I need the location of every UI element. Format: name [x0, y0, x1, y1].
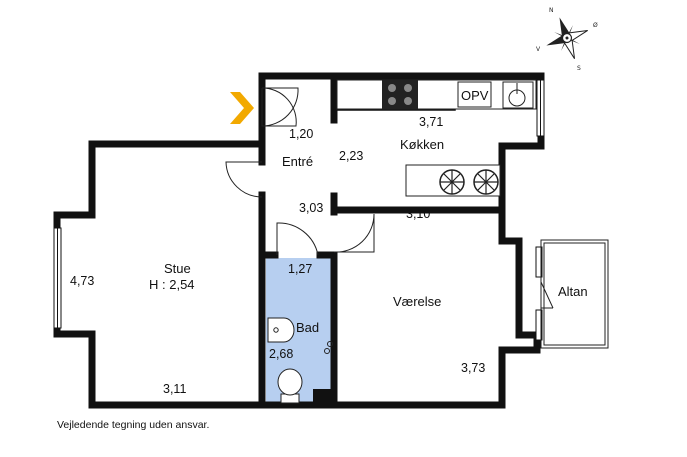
- dishwasher-box: [457, 81, 492, 108]
- door-entrance-arc: [261, 87, 299, 127]
- room-label-altan: Altan: [558, 284, 588, 299]
- room-label-stue: Stue: [164, 261, 191, 276]
- door-bath: [276, 222, 319, 256]
- dim-entre-width: 1,20: [289, 127, 313, 141]
- room-label-bad: Bad: [296, 320, 319, 335]
- fridge-icon: [439, 169, 499, 195]
- balcony-outline: [540, 239, 609, 349]
- compass-n-label: N: [549, 7, 554, 14]
- window-balcony-top: [535, 246, 543, 278]
- compass-s-label: S: [577, 65, 581, 72]
- toilet-icon: [277, 368, 303, 404]
- room-label-vaerelse: Værelse: [393, 294, 441, 309]
- window-balcony-bottom: [535, 309, 543, 341]
- dim-bad-depth: 2,68: [269, 347, 293, 361]
- door-vaerelse: [333, 213, 375, 253]
- door-entrance: [261, 87, 297, 127]
- compass-icon: [546, 17, 588, 59]
- dim-kokken-width: 3,71: [419, 115, 443, 129]
- outer-wall-kitchen-top: [258, 72, 545, 245]
- shower-drain-icon: [324, 341, 333, 354]
- bath-shaft: [313, 389, 331, 405]
- dim-vaerelse-width: 3,10: [406, 207, 430, 221]
- dim-vaerelse-depth: 3,73: [461, 361, 485, 375]
- kitchen-counter-top: [336, 79, 537, 110]
- compass-o-label: Ø: [593, 22, 598, 29]
- room-label-kokken: Køkken: [400, 137, 444, 152]
- door-stue: [225, 161, 263, 198]
- compass-v-label: V: [536, 46, 541, 53]
- sink-icon: [502, 81, 534, 109]
- room-label-entre: Entré: [282, 154, 313, 169]
- outer-wall-stue: [53, 140, 541, 409]
- entrance-arrow-icon: [230, 92, 254, 124]
- balcony-inner: [543, 242, 606, 346]
- stove-icon: [382, 80, 418, 109]
- dim-kokken-depth: 2,23: [339, 149, 363, 163]
- outer-wall-balcony-gap: [515, 237, 541, 354]
- opv-label: OPV: [461, 88, 489, 103]
- balcony-door-leaf: [540, 281, 554, 309]
- disclaimer-text: Vejledende tegning uden ansvar.: [57, 419, 210, 431]
- room-stue-height: H : 2,54: [149, 277, 195, 292]
- dim-stue-width: 3,11: [163, 382, 186, 396]
- dim-hall-width: 3,03: [299, 201, 323, 215]
- washbasin-icon: [267, 317, 295, 343]
- dim-bad-width: 1,27: [288, 262, 312, 276]
- dim-stue-depth: 4,73: [70, 274, 94, 288]
